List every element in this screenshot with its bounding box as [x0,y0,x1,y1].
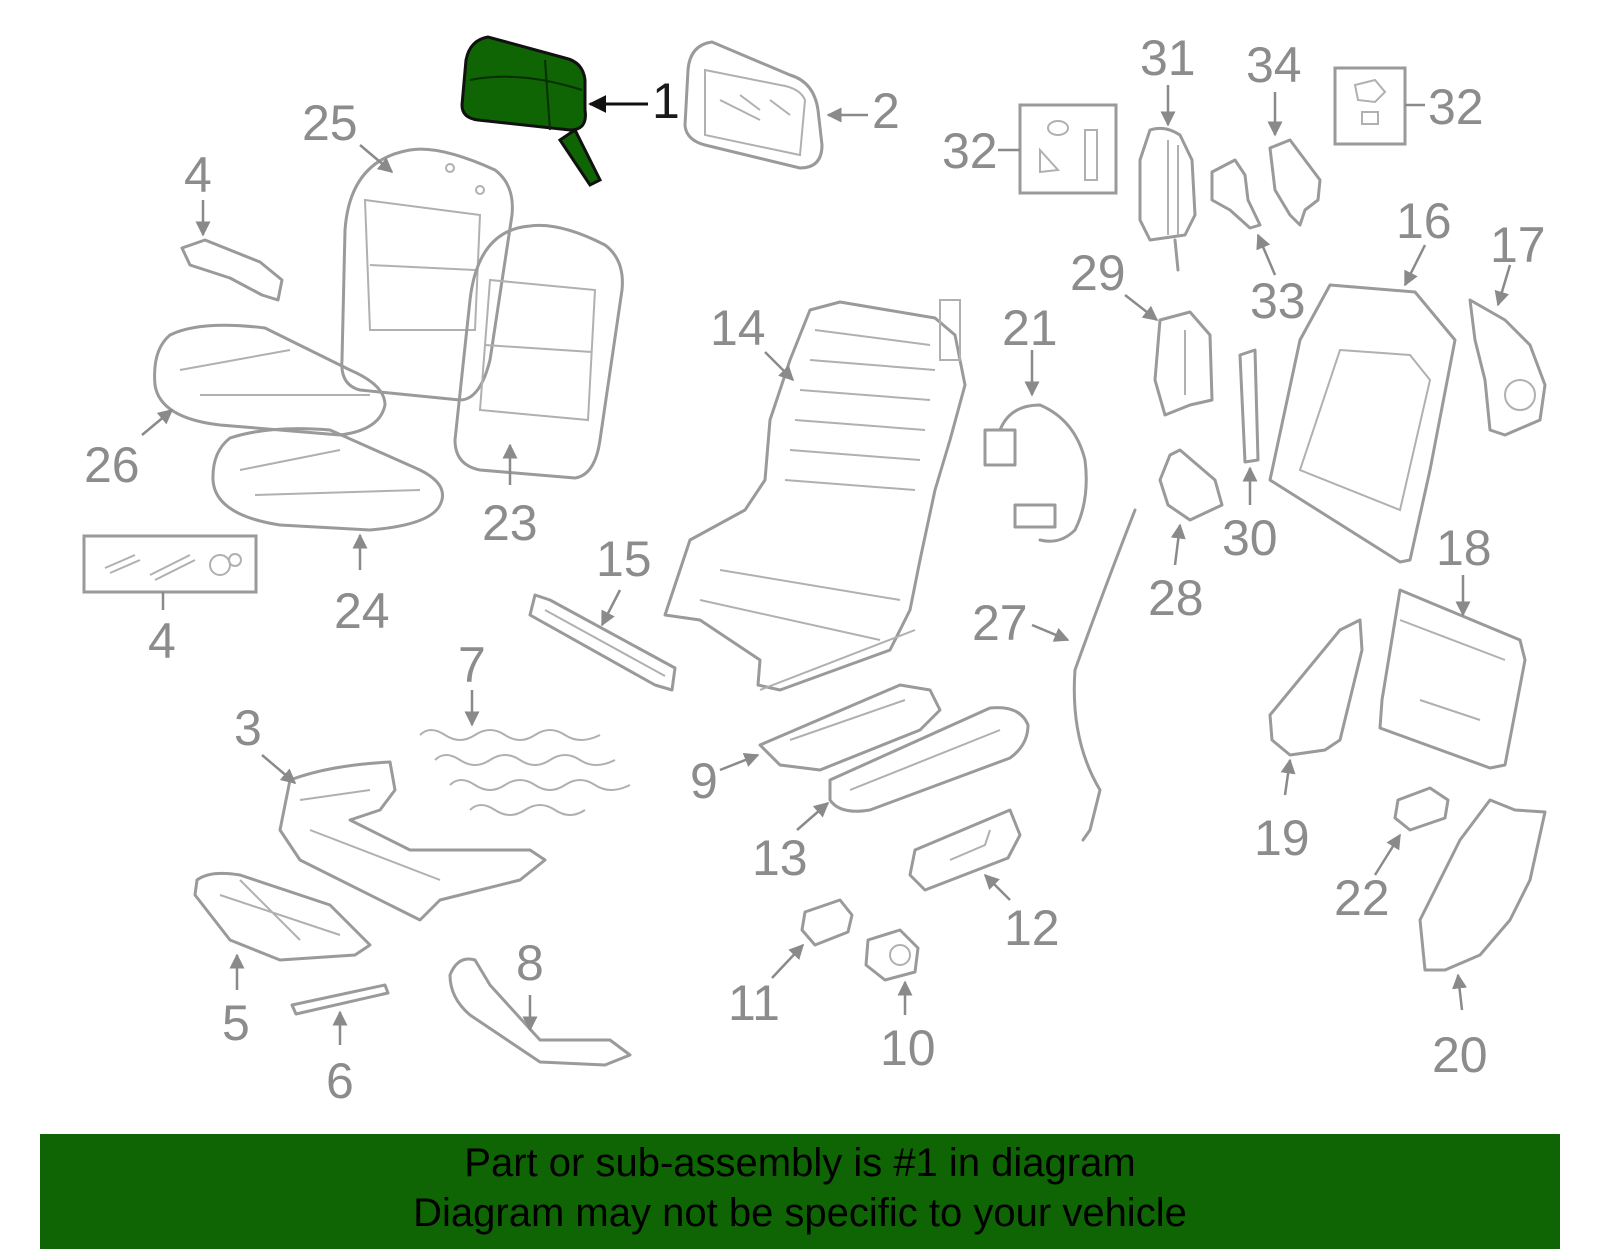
part-14-seat-frame[interactable] [663,299,967,692]
part-4-bracket-upper[interactable] [180,200,284,302]
part-30-trim-strip[interactable] [1238,348,1260,505]
callout-27: 27 [972,595,1028,651]
part-29-cover[interactable] [1124,294,1214,417]
part-15-seat-rail[interactable] [528,589,677,692]
callout-5: 5 [222,995,250,1051]
part-13-side-trim[interactable] [796,706,1030,831]
part-34-bracket[interactable] [1267,92,1322,227]
callout-22: 22 [1334,870,1390,926]
part-17-side-panel[interactable] [1468,264,1547,437]
callout-28: 28 [1148,570,1204,626]
part-28-clip[interactable] [1158,448,1224,566]
callout-10: 10 [880,1020,936,1076]
callout-15: 15 [596,531,652,587]
part-2-headrest-cover[interactable] [683,40,868,170]
part-31-backrest-trim[interactable] [1138,85,1197,272]
callout-1: 1 [652,73,680,129]
banner-line-2: Diagram may not be specific to your vehi… [413,1191,1187,1235]
callout-32-left: 32 [942,123,998,179]
callout-3: 3 [234,700,262,756]
callout-34: 34 [1246,37,1302,93]
part-32-fastener-kit-right[interactable] [1333,66,1425,146]
callout-29: 29 [1070,245,1126,301]
callout-2: 2 [872,83,900,139]
callout-17: 17 [1490,217,1546,273]
callout-31: 31 [1140,30,1196,86]
callout-32-right: 32 [1428,79,1484,135]
part-24-seat-cover[interactable] [211,427,444,570]
callout-8: 8 [516,935,544,991]
seat-parts-diagram: 1 2 25 23 4 26 24 [82,30,1547,1109]
part-32-fastener-kit-left[interactable] [998,103,1118,195]
banner-line-1: Part or sub-assembly is #1 in diagram [464,1141,1136,1185]
part-5-seat-base-panel[interactable] [193,871,372,990]
part-18-back-panel[interactable] [1378,575,1527,770]
part-19-side-cover[interactable] [1268,618,1364,796]
part-8-front-trim[interactable] [448,957,632,1067]
callout-13: 13 [752,830,808,886]
part-6-trim-strip[interactable] [290,983,390,1045]
part-22-button[interactable] [1373,786,1450,876]
part-16-backrest-panel[interactable] [1268,244,1457,564]
part-4-fastener-kit[interactable] [82,534,258,610]
part-1-headrest[interactable] [460,35,648,187]
part-33-bezel[interactable] [1210,158,1277,276]
callout-20: 20 [1432,1027,1488,1083]
part-25-backrest-cushion[interactable] [340,144,514,402]
part-7-seat-springs[interactable] [419,690,631,816]
callout-19: 19 [1254,810,1310,866]
part-21-wiring-harness[interactable] [983,350,1088,543]
callout-14: 14 [710,300,766,356]
callout-4-upper: 4 [184,147,212,203]
callout-12: 12 [1004,900,1060,956]
part-27-cable[interactable] [1031,508,1137,842]
callout-4-lower: 4 [148,613,176,669]
callout-23: 23 [482,495,538,551]
callout-25: 25 [302,95,358,151]
part-20-side-shield[interactable] [1418,798,1547,1011]
callout-24: 24 [334,583,390,639]
part-26-seat-cushion[interactable] [141,323,387,437]
callout-26: 26 [84,437,140,493]
part-12-seat-switch[interactable] [908,808,1022,901]
callout-21: 21 [1002,300,1058,356]
callout-18: 18 [1436,520,1492,576]
callout-30: 30 [1222,510,1278,566]
part-9-side-bracket[interactable] [719,683,942,772]
part-10-knob[interactable] [864,928,920,1015]
info-banner: Part or sub-assembly is #1 in diagram Di… [40,1134,1560,1249]
callout-16: 16 [1396,193,1452,249]
part-3-seat-pan[interactable] [261,754,547,922]
part-23-backrest-cover[interactable] [453,223,624,485]
callout-11: 11 [728,975,780,1031]
callout-9: 9 [690,753,718,809]
callout-33: 33 [1250,273,1306,329]
part-11-switch[interactable] [771,898,854,979]
callout-7: 7 [458,637,486,693]
callout-6: 6 [326,1053,354,1109]
